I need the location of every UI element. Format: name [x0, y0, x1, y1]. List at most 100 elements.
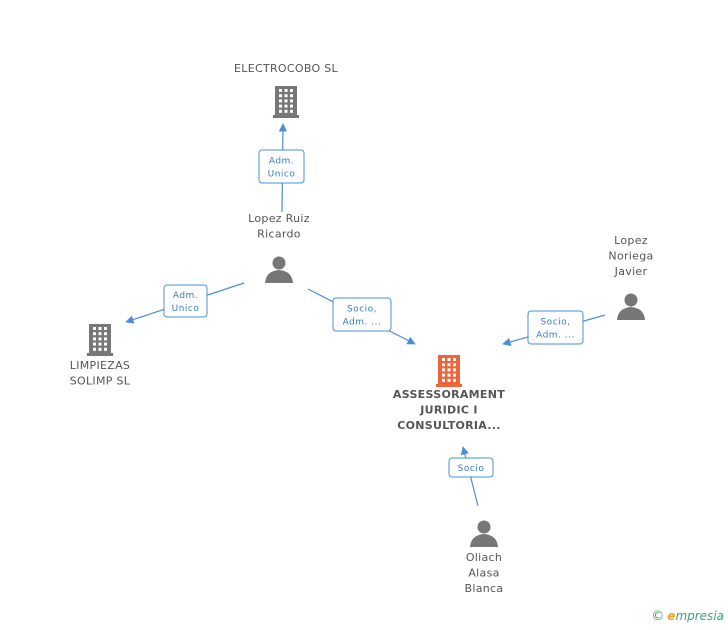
building-window — [453, 358, 456, 361]
building-window — [93, 327, 96, 330]
nodes-layer: ELECTROCOBO SL Lopez RuizRicardoLIMPIEZAS… — [70, 62, 653, 596]
edge-lopez-ruiz-to-limpiezas: Adm. Unico — [125, 282, 245, 324]
building-window — [442, 378, 445, 382]
building-window — [93, 332, 96, 336]
building-window — [442, 363, 445, 367]
node-label-line: CONSULTORIA... — [397, 419, 501, 432]
building-window — [98, 332, 102, 336]
edge-role-badge[interactable]: Socio — [448, 457, 494, 478]
node-electrocobo[interactable]: ELECTROCOBO SL — [234, 62, 338, 118]
node-label-line: Ricardo — [257, 228, 301, 241]
badge-label-line: Unico — [172, 304, 200, 314]
building-window — [447, 378, 451, 382]
person-head — [624, 293, 638, 307]
building-icon — [273, 86, 299, 118]
empresia-watermark: ©empresia — [651, 609, 724, 624]
building-window — [104, 347, 107, 351]
brand-initial: e — [667, 609, 676, 623]
building-window — [447, 363, 451, 367]
badge-label-line: Adm. — [173, 291, 198, 301]
building-window — [104, 337, 107, 341]
building-base — [87, 353, 113, 356]
building-window — [453, 368, 456, 372]
building-window — [279, 109, 282, 113]
building-window — [290, 99, 293, 103]
badge-box — [448, 457, 494, 478]
building-window — [442, 358, 445, 361]
badge-box — [527, 310, 584, 345]
edge-role-badge[interactable]: Adm. Unico — [163, 284, 208, 318]
badge-label-line: Socio, — [540, 318, 570, 328]
badge-label-line: Socio, — [347, 305, 377, 315]
person-icon — [617, 293, 645, 320]
building-window — [442, 373, 445, 377]
building-window — [104, 327, 107, 330]
building-window — [453, 373, 456, 377]
person-body — [265, 270, 293, 283]
edge-role-badge[interactable]: Adm. Unico — [258, 149, 305, 184]
node-label-line: Lopez — [614, 234, 648, 247]
building-base — [273, 115, 299, 118]
building-window — [290, 109, 293, 113]
building-window — [98, 327, 102, 330]
building-window — [284, 104, 288, 108]
edge-lopez-ruiz-to-assessorament: Socio, Adm. ... — [307, 288, 416, 345]
building-icon — [436, 355, 462, 387]
person-icon — [265, 256, 293, 283]
building-window — [279, 94, 282, 98]
badge-label-line: Unico — [268, 170, 296, 180]
building-window — [93, 347, 96, 351]
badge-label-line: Adm. ... — [536, 331, 575, 341]
building-window — [284, 89, 288, 92]
person-body — [470, 534, 498, 547]
building-window — [447, 368, 451, 372]
person-head — [477, 520, 491, 534]
building-window — [447, 358, 451, 361]
node-label-line: JURIDIC I — [419, 404, 478, 417]
building-window — [104, 342, 107, 346]
building-window — [442, 368, 445, 372]
building-window — [284, 99, 288, 103]
edge-role-badge[interactable]: Socio, Adm. ... — [332, 297, 392, 332]
building-window — [104, 332, 107, 336]
node-label-line: Oliach — [466, 551, 502, 564]
badge-label-line: Adm. ... — [343, 318, 382, 328]
badge-box — [163, 284, 208, 318]
node-label-line: Javier — [614, 265, 648, 278]
badge-label-line: Adm. — [269, 157, 294, 167]
badge-box — [258, 149, 305, 184]
node-label-line: Alasa — [468, 567, 499, 580]
building-window — [93, 342, 96, 346]
building-window — [453, 378, 456, 382]
building-window — [98, 337, 102, 341]
node-label-line: ELECTROCOBO SL — [234, 62, 338, 75]
building-window — [290, 104, 293, 108]
building-base — [436, 384, 462, 387]
brand-name: mpresia — [675, 609, 724, 623]
building-window — [453, 363, 456, 367]
node-label-line: Noriega — [608, 250, 653, 263]
person-icon — [470, 520, 498, 547]
building-window — [284, 94, 288, 98]
building-window — [279, 89, 282, 92]
building-window — [98, 342, 102, 346]
badge-label-line: Socio — [458, 464, 485, 474]
building-icon — [87, 324, 113, 356]
person-head — [272, 256, 286, 270]
copyright-symbol: © — [651, 609, 665, 624]
edge-role-badge[interactable]: Socio, Adm. ... — [527, 310, 584, 345]
node-label-line: Lopez Ruiz — [248, 212, 310, 225]
edge-lopez-noriega-to-assessorament: Socio, Adm. ... — [502, 310, 606, 346]
person-body — [617, 307, 645, 320]
building-window — [98, 347, 102, 351]
badge-box — [332, 297, 392, 332]
building-window — [447, 373, 451, 377]
node-label-line: SOLIMP SL — [70, 375, 131, 388]
